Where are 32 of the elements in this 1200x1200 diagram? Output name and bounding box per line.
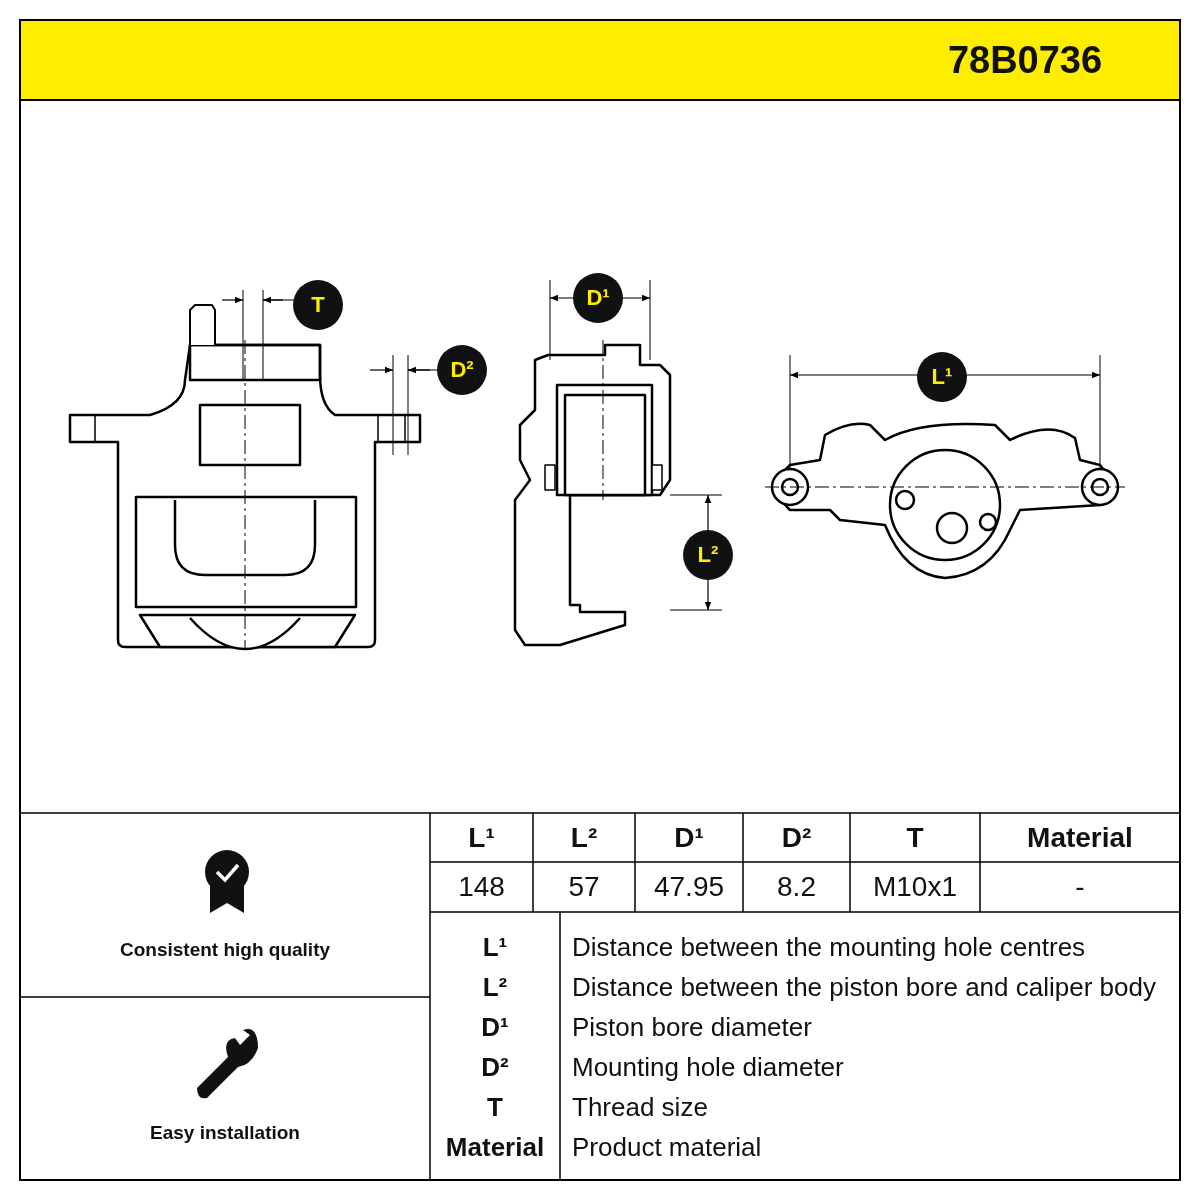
column-header: Material bbox=[1026, 821, 1134, 855]
column-header: D¹ bbox=[673, 821, 705, 855]
column-header: L² bbox=[569, 821, 599, 855]
table-value: - bbox=[1074, 870, 1086, 904]
key-symbol: L² bbox=[481, 970, 509, 1004]
key-description: Distance between the mounting hole centres bbox=[572, 930, 1087, 964]
callout-marker: T bbox=[293, 280, 343, 330]
callout-marker: D² bbox=[437, 345, 487, 395]
key-description: Piston bore diameter bbox=[572, 1010, 813, 1044]
key-description: Product material bbox=[572, 1130, 763, 1164]
key-symbol: D¹ bbox=[480, 1010, 510, 1044]
key-symbol: Material bbox=[444, 1130, 546, 1164]
table-value: 148 bbox=[457, 870, 506, 904]
table-value: M10x1 bbox=[871, 870, 958, 904]
table-value: 47.95 bbox=[652, 870, 726, 904]
callout-marker: L¹ bbox=[917, 352, 967, 402]
feature-caption: Consistent high quality bbox=[118, 938, 332, 962]
column-header: D² bbox=[780, 821, 813, 855]
key-symbol: D² bbox=[480, 1050, 510, 1084]
callout-marker: L² bbox=[683, 530, 733, 580]
feature-caption: Easy installation bbox=[149, 1121, 301, 1145]
key-description: Thread size bbox=[572, 1090, 709, 1124]
part-number: 78B0736 bbox=[946, 37, 1104, 83]
key-symbol: T bbox=[486, 1090, 504, 1124]
table-value: 57 bbox=[567, 870, 601, 904]
column-header: L¹ bbox=[467, 821, 496, 855]
column-header: T bbox=[905, 821, 925, 855]
key-description: Mounting hole diameter bbox=[572, 1050, 845, 1084]
callout-marker: D¹ bbox=[573, 273, 623, 323]
key-description: Distance between the piston bore and caliper body bbox=[572, 970, 1157, 1004]
key-symbol: L¹ bbox=[481, 930, 509, 964]
table-value: 8.2 bbox=[776, 870, 817, 904]
